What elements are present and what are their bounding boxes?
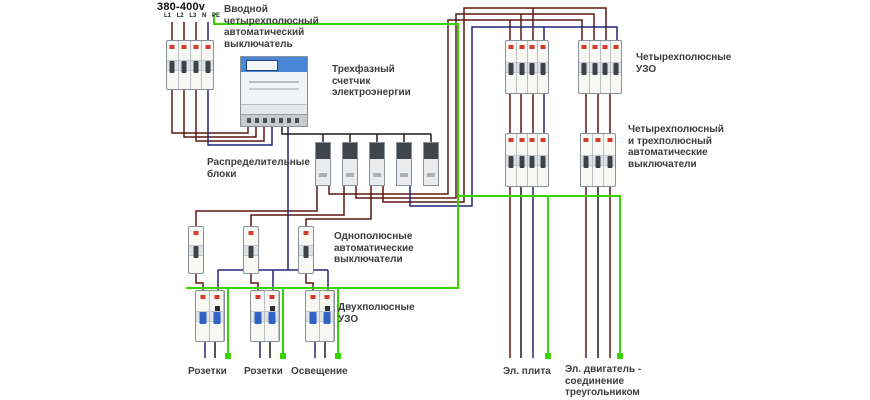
rcd-pole bbox=[320, 291, 334, 341]
rcd-pole bbox=[251, 291, 265, 341]
rcd-pole bbox=[506, 41, 517, 93]
rcd-pole bbox=[590, 41, 601, 93]
breaker-pole bbox=[189, 227, 203, 273]
ground-terminal-marks bbox=[225, 353, 623, 359]
load-label-sockets-2: Розетки bbox=[244, 366, 283, 377]
distribution-block bbox=[342, 142, 358, 186]
meter-top-panel bbox=[241, 57, 307, 72]
ground-wires bbox=[186, 14, 621, 358]
rcd-pole bbox=[579, 41, 590, 93]
rcd-pole bbox=[265, 291, 279, 341]
rcd-test-button bbox=[325, 306, 330, 311]
distribution-block bbox=[423, 142, 439, 186]
rcd-pole bbox=[196, 291, 210, 341]
terminal-labels: L1 L2 L3 N PE bbox=[164, 13, 220, 19]
breaker-pole bbox=[517, 134, 528, 186]
breaker-pole bbox=[191, 41, 203, 89]
single-pole-breaker bbox=[298, 226, 314, 274]
load-label-lighting: Освещение bbox=[291, 366, 348, 377]
black-wires bbox=[214, 127, 599, 358]
two-pole-rcd bbox=[305, 290, 335, 342]
four-pole-rcd-label: Четырехполюсные УЗО bbox=[636, 52, 732, 75]
distribution-blocks-label: Распределительные блоки bbox=[207, 157, 310, 180]
rcd-pole bbox=[611, 41, 621, 93]
rcd-pole bbox=[306, 291, 320, 341]
rcd-pole bbox=[538, 41, 548, 93]
load-label-stove: Эл. плита bbox=[503, 366, 551, 377]
distribution-block bbox=[369, 142, 385, 186]
three-pole-breaker bbox=[580, 133, 616, 187]
neutral-wires bbox=[204, 22, 618, 358]
right-breakers-label: Четырехполюсный и трехполюсный автоматич… bbox=[628, 124, 724, 170]
two-pole-rcd bbox=[195, 290, 225, 342]
meter-body bbox=[241, 72, 307, 105]
rcd-test-button bbox=[270, 306, 275, 311]
load-label-motor: Эл. двигатель - соединение треугольником bbox=[565, 364, 642, 398]
breaker-pole bbox=[593, 134, 605, 186]
load-label-sockets-1: Розетки bbox=[188, 366, 227, 377]
distribution-block bbox=[315, 142, 331, 186]
rcd-pole bbox=[517, 41, 528, 93]
main-breaker-device bbox=[166, 40, 214, 90]
four-pole-rcd bbox=[578, 40, 622, 94]
two-pole-rcd bbox=[250, 290, 280, 342]
terminal-l3: L3 bbox=[189, 13, 197, 19]
two-pole-rcd-label: Двухполюсные УЗО bbox=[338, 302, 415, 325]
breaker-pole bbox=[538, 134, 548, 186]
four-pole-rcd bbox=[505, 40, 549, 94]
breaker-pole bbox=[179, 41, 191, 89]
breaker-pole bbox=[299, 227, 313, 273]
four-pole-breaker bbox=[505, 133, 549, 187]
breaker-pole bbox=[506, 134, 517, 186]
voltage-label: 380-400v bbox=[157, 1, 206, 13]
single-pole-breakers-label: Однополюсные автоматические выключатели bbox=[334, 231, 414, 265]
breaker-pole bbox=[528, 134, 539, 186]
terminal-l2: L2 bbox=[176, 13, 184, 19]
terminal-pe: PE bbox=[211, 13, 220, 19]
electricity-meter bbox=[240, 56, 308, 127]
breaker-pole bbox=[167, 41, 179, 89]
meter-terminals bbox=[241, 114, 307, 126]
rcd-pole bbox=[210, 291, 224, 341]
breaker-pole bbox=[581, 134, 593, 186]
meter-label: Трехфазный счетчик электроэнергии bbox=[332, 64, 411, 98]
breaker-pole bbox=[604, 134, 615, 186]
rcd-test-button bbox=[215, 306, 220, 311]
meter-display bbox=[246, 60, 278, 71]
main-breaker-label: Вводной четырехполюсный автоматический в… bbox=[224, 4, 319, 50]
breaker-pole bbox=[244, 227, 258, 273]
terminal-l1: L1 bbox=[164, 13, 172, 19]
single-pole-breaker bbox=[188, 226, 204, 274]
rcd-pole bbox=[528, 41, 539, 93]
single-pole-breaker bbox=[243, 226, 259, 274]
breaker-pole bbox=[202, 41, 213, 89]
terminal-n: N bbox=[201, 13, 207, 19]
distribution-block bbox=[396, 142, 412, 186]
rcd-pole bbox=[601, 41, 612, 93]
